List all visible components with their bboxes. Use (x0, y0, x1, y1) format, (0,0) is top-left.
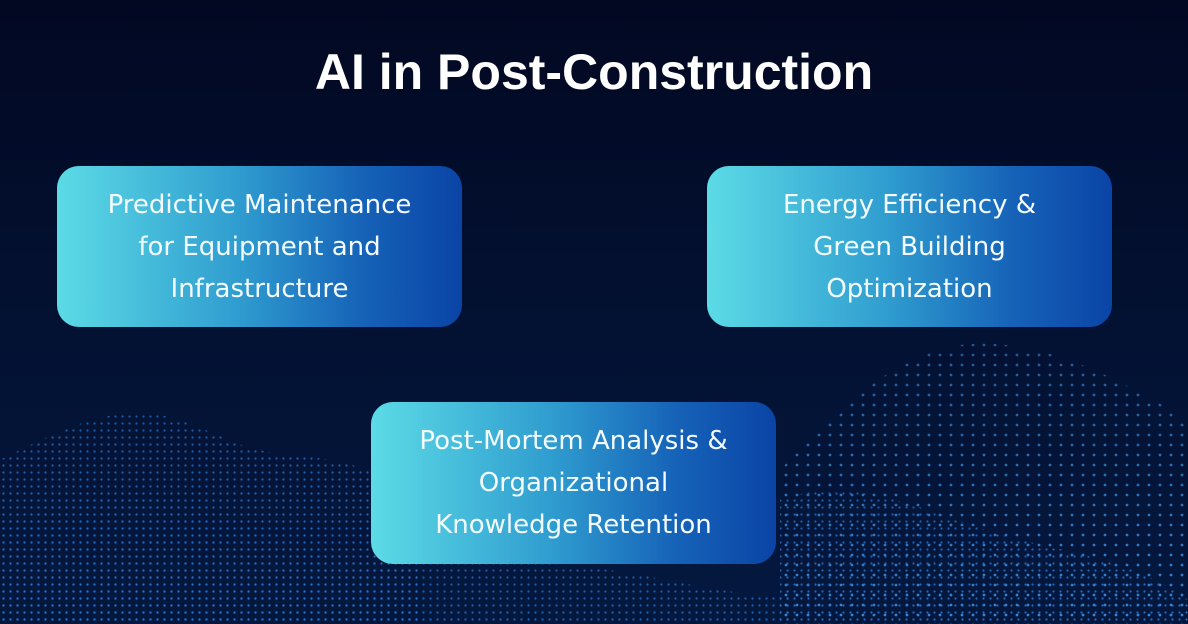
card-text: Predictive Maintenance for Equipment and… (108, 184, 412, 310)
card-line: Optimization (826, 273, 993, 304)
card-line: Infrastructure (170, 273, 349, 304)
page-title: AI in Post-Construction (314, 44, 874, 100)
card-line: Predictive Maintenance (107, 189, 412, 220)
card-energy-efficiency: Energy Efficiency & Green Building Optim… (707, 166, 1112, 327)
card-text: Energy Efficiency & Green Building Optim… (783, 184, 1036, 310)
card-line: Organizational (478, 468, 669, 498)
card-post-mortem-analysis: Post-Mortem Analysis & Organizational Kn… (371, 402, 776, 564)
card-line: Post-Mortem Analysis & (419, 426, 728, 456)
card-line: Green Building (813, 231, 1006, 262)
card-line: Energy Efficiency & (782, 189, 1037, 220)
card-predictive-maintenance: Predictive Maintenance for Equipment and… (57, 166, 462, 327)
card-line: Knowledge Retention (435, 510, 712, 540)
card-text: Post-Mortem Analysis & Organizational Kn… (419, 420, 727, 546)
card-line: for Equipment and (138, 231, 381, 262)
